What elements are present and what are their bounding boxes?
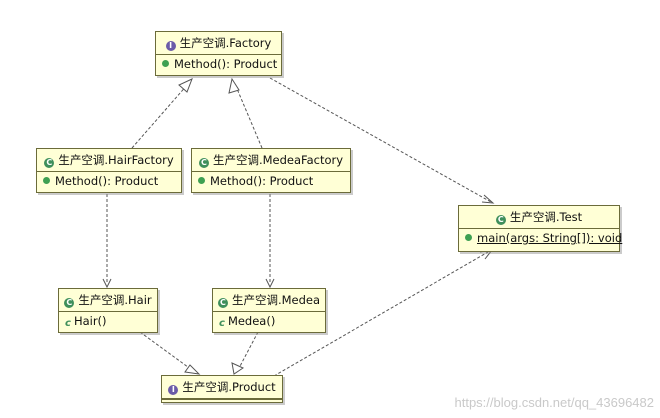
constructor-icon: c [219,318,225,329]
hair-constructor: Hair() [73,314,107,328]
factory-method-row: Method(): Product [156,55,281,73]
arrowhead-medea-product [231,362,245,375]
relation-product-test [273,251,489,377]
medeafactory-method-row: Method(): Product [192,172,350,190]
product-name: 生产空调.Product [182,380,276,394]
relation-hairfactory-factory [131,83,189,149]
test-method: main(args: String[]): void [477,231,623,245]
arrowhead-medeafactory-factory [228,77,240,94]
hairfactory-name: 生产空调.HairFactory [58,153,174,167]
public-method-icon [43,177,50,184]
medea-constructor: Medea() [227,314,276,328]
public-method-icon [162,60,169,67]
product-empty-compartment [162,399,282,405]
arrowhead-factory-test [481,194,495,204]
medeafactory-method: Method(): Product [210,174,314,188]
public-method-icon [198,177,205,184]
public-static-method-icon [465,234,472,241]
interface-icon: I [168,385,179,395]
class-icon: C [44,158,55,168]
class-icon: C [495,215,506,225]
arrowhead-hairfactory-hair [102,278,112,289]
arrowhead-medeafactory-medea [265,278,275,289]
factory-method: Method(): Product [174,57,278,71]
hair-name: 生产空调.Hair [78,293,152,307]
factory-name: 生产空调.Factory [179,36,272,50]
watermark-text: https://blog.csdn.net/qq_43696482 [454,395,655,410]
class-icon: C [198,158,209,168]
hairfactory-method-row: Method(): Product [37,172,181,190]
hairfactory-method: Method(): Product [55,174,159,188]
medeafactory-name: 生产空调.MedeaFactory [212,153,344,167]
relation-medea-product [237,331,259,371]
arrowhead-hair-product [184,364,201,375]
arrowhead-hairfactory-factory [178,78,193,93]
interface-icon: I [165,41,176,51]
test-method-row: main(args: String[]): void [459,229,623,247]
constructor-icon: c [65,318,71,329]
medea-name: 生产空调.Medea [231,293,321,307]
relation-factory-test [269,77,492,203]
relation-medeafactory-factory [234,83,263,149]
class-icon: C [217,298,228,308]
class-icon: C [64,298,75,308]
test-name: 生产空调.Test [509,210,583,224]
relation-hair-product [139,331,193,371]
